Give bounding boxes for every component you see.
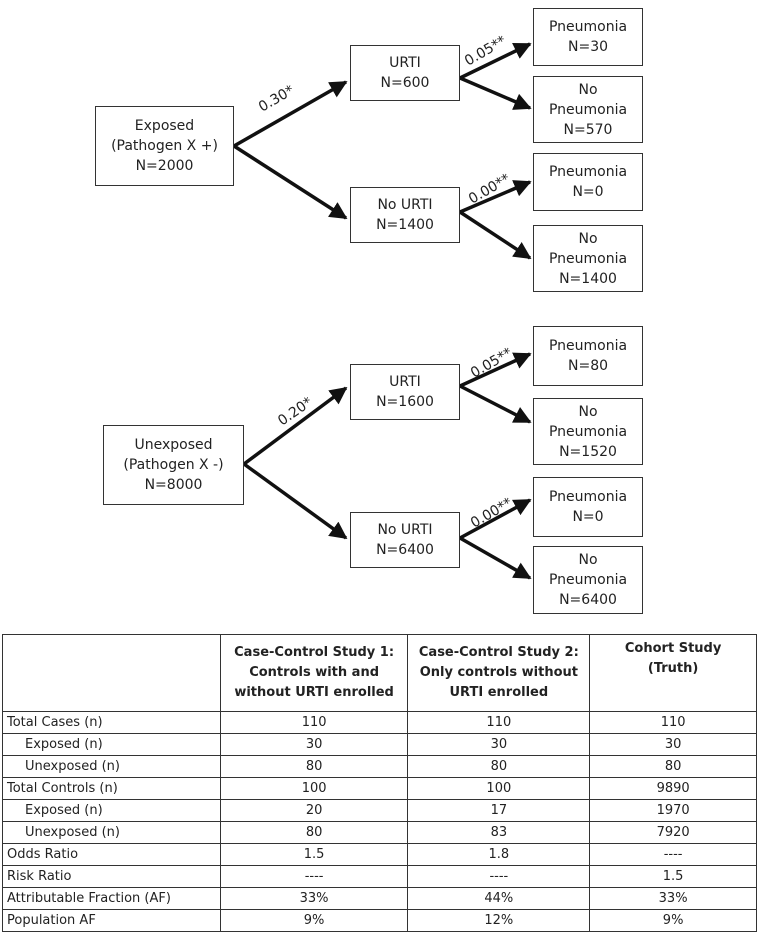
row-label: Total Cases (n) xyxy=(2,711,221,734)
cell-cc2: 83 xyxy=(407,821,591,844)
table-row: Odds Ratio 1.5 1.8 ---- xyxy=(2,843,757,866)
cell-cc1: 33% xyxy=(219,887,409,910)
table-row: Exposed (n) 20 17 1970 xyxy=(2,799,757,822)
cell-cohort: 7920 xyxy=(589,821,757,844)
table-row: Unexposed (n) 80 80 80 xyxy=(2,755,757,778)
arrow-unexposed-urti xyxy=(242,386,348,466)
header-case-control-1: Case-Control Study 1: Controls with and … xyxy=(219,634,409,712)
cell-cohort: ---- xyxy=(589,843,757,866)
cell-cohort: 9% xyxy=(589,909,757,932)
arrow-nourti1-nopneu xyxy=(459,210,532,260)
prob-exposed-urti: 0.30* xyxy=(256,83,297,116)
row-label: Unexposed (n) xyxy=(2,755,221,778)
cell-cc2: 17 xyxy=(407,799,591,822)
node-no-urti-unexposed: No URTI N=6400 xyxy=(350,512,460,568)
cell-cc1: 20 xyxy=(219,799,409,822)
leaf-no-pneumonia-no-urti-exposed: No Pneumonia N=1400 xyxy=(533,225,643,292)
table-row: Total Controls (n) 100 100 9890 xyxy=(2,777,757,800)
arrow-urti2-pneu xyxy=(459,352,532,388)
cell-cc1: 80 xyxy=(219,755,409,778)
leaf-pneumonia-no-urti-exposed: Pneumonia N=0 xyxy=(533,153,643,211)
arrow-exposed-urti xyxy=(233,80,348,148)
tree-arrows: 0.30* 0.05** 0.00** 0.20* 0.05** 0.00** xyxy=(233,33,532,580)
leaf-no-pneumonia-urti-exposed: No Pneumonia N=570 xyxy=(533,76,643,143)
leaf-pneumonia-no-urti-unexposed: Pneumonia N=0 xyxy=(533,477,643,537)
cell-cohort: 80 xyxy=(589,755,757,778)
leaf-no-pneumonia-no-urti-unexposed: No Pneumonia N=6400 xyxy=(533,546,643,614)
prob-nourti1-pneumonia: 0.00** xyxy=(466,171,513,207)
table-row: Unexposed (n) 80 83 7920 xyxy=(2,821,757,844)
cell-cc1: 30 xyxy=(219,733,409,756)
arrow-nourti1-pneu xyxy=(459,180,532,214)
cell-cc1: 9% xyxy=(219,909,409,932)
leaf-no-pneumonia-urti-unexposed: No Pneumonia N=1520 xyxy=(533,398,643,465)
node-urti-unexposed: URTI N=1600 xyxy=(350,364,460,420)
row-label: Exposed (n) xyxy=(2,799,221,822)
header-blank xyxy=(2,634,221,712)
cell-cohort: 1.5 xyxy=(589,865,757,888)
cell-cc2: 30 xyxy=(407,733,591,756)
arrow-nourti2-nopneu xyxy=(459,536,532,580)
results-table: Case-Control Study 1: Controls with and … xyxy=(2,634,757,932)
cell-cc1: 100 xyxy=(219,777,409,800)
table-row: Risk Ratio ---- ---- 1.5 xyxy=(2,865,757,888)
cell-cc2: 12% xyxy=(407,909,591,932)
arrow-urti1-pneu xyxy=(459,42,532,80)
cell-cohort: 30 xyxy=(589,733,757,756)
arrow-exposed-nourti xyxy=(233,144,348,220)
cell-cohort: 1970 xyxy=(589,799,757,822)
cell-cc2: 1.8 xyxy=(407,843,591,866)
node-urti-exposed: URTI N=600 xyxy=(350,45,460,101)
row-label: Exposed (n) xyxy=(2,733,221,756)
table-row: Total Cases (n) 110 110 110 xyxy=(2,711,757,734)
row-label: Unexposed (n) xyxy=(2,821,221,844)
cell-cc2: 110 xyxy=(407,711,591,734)
cell-cc2: 100 xyxy=(407,777,591,800)
cell-cc2: ---- xyxy=(407,865,591,888)
arrow-urti1-nopneu xyxy=(459,76,532,110)
arrow-urti2-nopneu xyxy=(459,384,532,424)
cell-cc1: 80 xyxy=(219,821,409,844)
table-header-row: Case-Control Study 1: Controls with and … xyxy=(2,634,757,712)
arrow-unexposed-nourti xyxy=(242,462,348,540)
cell-cohort: 110 xyxy=(589,711,757,734)
table-row: Exposed (n) 30 30 30 xyxy=(2,733,757,756)
node-no-urti-exposed: No URTI N=1400 xyxy=(350,187,460,243)
leaf-pneumonia-urti-exposed: Pneumonia N=30 xyxy=(533,8,643,66)
row-label: Attributable Fraction (AF) xyxy=(2,887,221,910)
cell-cc2: 80 xyxy=(407,755,591,778)
row-label: Risk Ratio xyxy=(2,865,221,888)
cell-cc2: 44% xyxy=(407,887,591,910)
node-exposed: Exposed (Pathogen X +) N=2000 xyxy=(95,106,234,186)
table-row: Population AF 9% 12% 9% xyxy=(2,909,757,932)
row-label: Population AF xyxy=(2,909,221,932)
leaf-pneumonia-urti-unexposed: Pneumonia N=80 xyxy=(533,326,643,386)
cell-cc1: 1.5 xyxy=(219,843,409,866)
arrow-nourti2-pneu xyxy=(459,498,532,540)
cell-cc1: 110 xyxy=(219,711,409,734)
node-unexposed: Unexposed (Pathogen X -) N=8000 xyxy=(103,425,244,505)
row-label: Odds Ratio xyxy=(2,843,221,866)
header-cohort: Cohort Study (Truth) xyxy=(589,634,757,712)
cell-cohort: 9890 xyxy=(589,777,757,800)
cell-cc1: ---- xyxy=(219,865,409,888)
header-case-control-2: Case-Control Study 2: Only controls with… xyxy=(407,634,591,712)
row-label: Total Controls (n) xyxy=(2,777,221,800)
cell-cohort: 33% xyxy=(589,887,757,910)
table-row: Attributable Fraction (AF) 33% 44% 33% xyxy=(2,887,757,910)
